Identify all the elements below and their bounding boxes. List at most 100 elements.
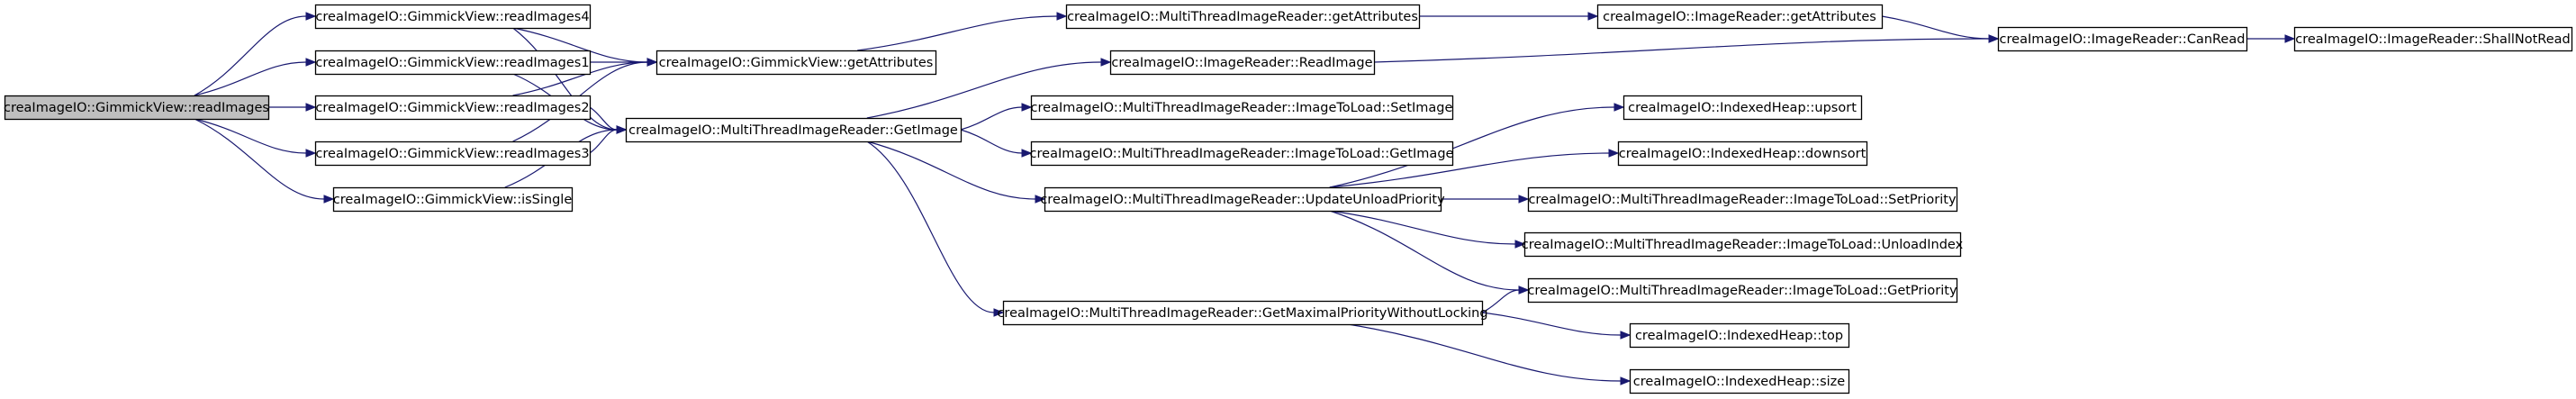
- edge-readImages4-to-mtirGetImage: [512, 27, 618, 131]
- edge-updateUnload-to-ihDownsort: [1329, 152, 1610, 188]
- node-itlSetImage[interactable]: creaImageIO::MultiThreadImageReader::Ima…: [1030, 95, 1454, 121]
- node-box: [1622, 95, 1863, 121]
- node-box: [1527, 186, 1958, 213]
- node-readImages[interactable]: creaImageIO::GimmickView::readImages: [4, 95, 270, 121]
- node-irGetAttributes[interactable]: creaImageIO::ImageReader::getAttributes: [1596, 4, 1884, 30]
- arrowhead-icon: [646, 58, 658, 67]
- edge-getMaxPrio-to-ihSize: [1347, 323, 1622, 382]
- arrowhead-icon: [1613, 103, 1625, 112]
- node-box: [2293, 26, 2573, 52]
- node-itlUnloadIndex[interactable]: creaImageIO::MultiThreadImageReader::Ima…: [1522, 231, 1964, 258]
- edge-updateUnload-to-ihUpsort: [1329, 106, 1615, 188]
- node-label: creaImageIO::MultiThreadImageReader::Get…: [997, 306, 1487, 321]
- node-label: creaImageIO::GimmickView::readImages1: [315, 56, 589, 70]
- arrowhead-icon: [616, 125, 628, 134]
- node-box: [1997, 26, 2248, 52]
- node-label: creaImageIO::MultiThreadImageReader::Ima…: [1528, 193, 1956, 207]
- node-label: creaImageIO::MultiThreadImageReader::Ima…: [1522, 238, 1964, 252]
- arrowhead-icon: [1988, 34, 2000, 43]
- node-box: [1002, 300, 1484, 326]
- node-label: creaImageIO::MultiThreadImageReader::Get…: [628, 123, 958, 138]
- arrowhead-icon: [1518, 195, 1530, 204]
- node-label: creaImageIO::GimmickView::readImages: [4, 101, 269, 115]
- edge-updateUnload-to-itlGetPriority: [1329, 210, 1520, 291]
- edge-updateUnload-to-itlUnloadIndex: [1329, 210, 1516, 245]
- node-box: [314, 50, 592, 76]
- node-readImages3[interactable]: creaImageIO::GimmickView::readImages3: [314, 141, 592, 167]
- arrowhead-icon: [305, 12, 317, 21]
- arrowhead-icon: [1021, 149, 1033, 158]
- arrowhead-icon: [1587, 12, 1599, 21]
- node-label: creaImageIO::GimmickView::getAttributes: [659, 56, 934, 70]
- node-ihTop[interactable]: creaImageIO::IndexedHeap::top: [1629, 322, 1850, 349]
- node-box: [1596, 4, 1884, 30]
- node-label: creaImageIO::IndexedHeap::upsort: [1628, 101, 1857, 115]
- edge-irGetAttributes-to-irCanRead: [1881, 15, 1990, 40]
- arrowhead-icon: [1100, 58, 1112, 67]
- node-ihDownsort[interactable]: creaImageIO::IndexedHeap::downsort: [1617, 141, 1868, 167]
- arrowhead-icon: [1021, 103, 1033, 112]
- node-label: creaImageIO::IndexedHeap::downsort: [1619, 147, 1866, 161]
- edge-readImages-to-readImages1: [194, 61, 307, 96]
- node-label: creaImageIO::GimmickView::readImages4: [315, 10, 589, 24]
- node-label: creaImageIO::MultiThreadImageReader::get…: [1067, 10, 1418, 24]
- edge-readImages3-to-gvGetAttributes: [512, 61, 648, 142]
- node-mtirGetImage[interactable]: creaImageIO::MultiThreadImageReader::Get…: [625, 117, 963, 143]
- node-ihSize[interactable]: creaImageIO::IndexedHeap::size: [1629, 368, 1850, 394]
- arrowhead-icon: [2284, 34, 2296, 43]
- node-box: [314, 95, 592, 121]
- arrowhead-icon: [1035, 195, 1046, 204]
- arrowhead-icon: [993, 308, 1005, 317]
- arrowhead-icon: [305, 103, 317, 112]
- edge-readImages3-to-mtirGetImage: [589, 129, 618, 154]
- node-box: [1527, 277, 1958, 304]
- node-getMaxPrio[interactable]: creaImageIO::MultiThreadImageReader::Get…: [997, 300, 1488, 326]
- node-readImages1[interactable]: creaImageIO::GimmickView::readImages1: [314, 50, 592, 76]
- node-label: creaImageIO::GimmickView::isSingle: [333, 193, 573, 207]
- node-box: [314, 4, 592, 30]
- node-readImages4[interactable]: creaImageIO::GimmickView::readImages4: [314, 4, 592, 30]
- node-itlGetPriority[interactable]: creaImageIO::MultiThreadImageReader::Ima…: [1527, 277, 1958, 304]
- arrowhead-icon: [323, 195, 335, 204]
- node-label: creaImageIO::ImageReader::ShallNotRead: [2295, 32, 2570, 47]
- arrowhead-icon: [1620, 376, 1631, 385]
- arrowhead-icon: [305, 58, 317, 67]
- node-label: creaImageIO::GimmickView::readImages3: [315, 147, 589, 161]
- node-label: creaImageIO::ImageReader::getAttributes: [1603, 10, 1876, 24]
- node-label: creaImageIO::MultiThreadImageReader::Ima…: [1031, 101, 1453, 115]
- node-box: [1044, 186, 1442, 213]
- edge-mtirGetImage-to-itlSetImage: [960, 106, 1023, 131]
- node-label: creaImageIO::MultiThreadImageReader::Ima…: [1030, 147, 1454, 161]
- node-label: creaImageIO::IndexedHeap::size: [1633, 375, 1846, 389]
- edge-irReadImage-to-irCanRead: [1373, 38, 1990, 63]
- edge-mtirGetImage-to-irReadImage: [866, 61, 1102, 119]
- node-gvGetAttributes[interactable]: creaImageIO::GimmickView::getAttributes: [655, 50, 937, 76]
- nodes-layer: creaImageIO::GimmickView::readImagescrea…: [4, 4, 2573, 394]
- node-box: [314, 141, 592, 167]
- node-readImages2[interactable]: creaImageIO::GimmickView::readImages2: [314, 95, 592, 121]
- node-isSingle[interactable]: creaImageIO::GimmickView::isSingle: [333, 186, 574, 213]
- edge-getMaxPrio-to-ihTop: [1481, 312, 1622, 336]
- node-box: [1523, 231, 1962, 258]
- node-mtirGetAttributes[interactable]: creaImageIO::MultiThreadImageReader::get…: [1065, 4, 1421, 30]
- node-irReadImage[interactable]: creaImageIO::ImageReader::ReadImage: [1109, 50, 1376, 76]
- edge-getMaxPrio-to-itlGetPriority: [1481, 289, 1520, 313]
- node-updateUnload[interactable]: creaImageIO::MultiThreadImageReader::Upd…: [1040, 186, 1445, 213]
- node-label: creaImageIO::MultiThreadImageReader::Ima…: [1527, 284, 1957, 298]
- edge-mtirGetImage-to-updateUnload: [866, 141, 1036, 200]
- node-itlGetImage[interactable]: creaImageIO::MultiThreadImageReader::Ima…: [1030, 141, 1454, 167]
- edge-mtirGetImage-to-itlGetImage: [960, 129, 1023, 154]
- arrowhead-icon: [1056, 12, 1068, 21]
- node-irCanRead[interactable]: creaImageIO::ImageReader::CanRead: [1997, 26, 2248, 52]
- node-itlSetPriority[interactable]: creaImageIO::MultiThreadImageReader::Ima…: [1527, 186, 1958, 213]
- node-box: [1629, 322, 1850, 349]
- node-irShallNotRead[interactable]: creaImageIO::ImageReader::ShallNotRead: [2293, 26, 2573, 52]
- node-box: [1030, 95, 1454, 121]
- node-box: [1030, 141, 1454, 167]
- node-box: [655, 50, 937, 76]
- arrowhead-icon: [1518, 286, 1530, 295]
- node-box: [1109, 50, 1376, 76]
- node-label: creaImageIO::ImageReader::ReadImage: [1111, 56, 1372, 70]
- node-ihUpsort[interactable]: creaImageIO::IndexedHeap::upsort: [1622, 95, 1863, 121]
